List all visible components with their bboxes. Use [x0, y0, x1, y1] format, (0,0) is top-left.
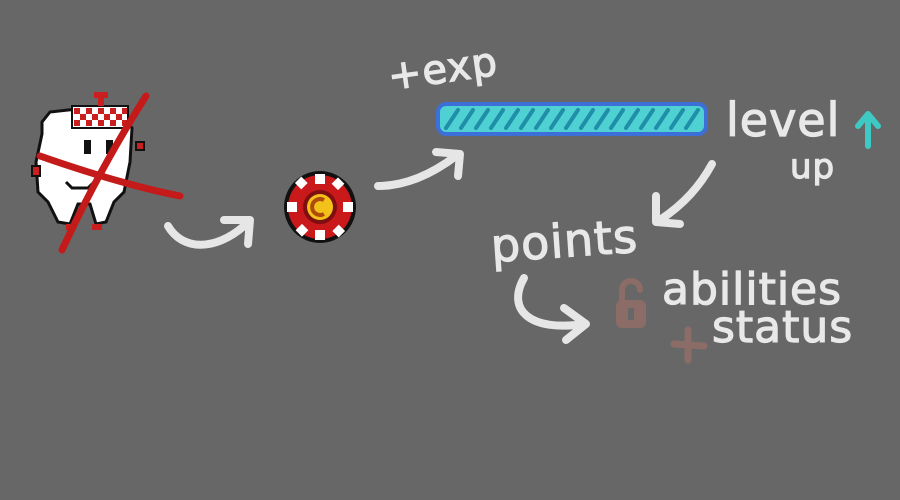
- exp-bar-hatch-stroke: [669, 108, 685, 130]
- level-label: level: [726, 93, 840, 147]
- plus-icon: [670, 326, 708, 364]
- exp-bar-hatch-stroke: [609, 108, 625, 130]
- exp-bar-hatch-stroke: [654, 108, 670, 130]
- points-label: points: [489, 209, 640, 273]
- exp-bar-hatch-stroke: [444, 108, 460, 130]
- arrow-to-exp-bar: [374, 148, 464, 190]
- cross-out-icon: [36, 92, 184, 254]
- arrow-to-coin: [164, 216, 254, 249]
- arrow-to-abilities: [514, 274, 590, 344]
- up-arrow-icon: [855, 111, 881, 149]
- exp-bar-hatch-stroke: [549, 108, 565, 130]
- tooth-enemy-sprite: [31, 92, 145, 230]
- lock-icon: [616, 278, 646, 328]
- exp-bar-hatch-stroke: [534, 108, 550, 130]
- exp-bar-hatch-stroke: [474, 108, 490, 130]
- exp-bar-hatch-stroke: [624, 108, 640, 130]
- exp-bar-hatch-stroke: [489, 108, 505, 130]
- exp-bar-hatch-stroke: [459, 108, 475, 130]
- exp-label: +exp: [385, 39, 501, 100]
- exp-bar-hatch-stroke: [504, 108, 520, 130]
- exp-bar-hatch-stroke: [519, 108, 535, 130]
- exp-bar-hatch-stroke: [564, 108, 580, 130]
- status-label: status: [712, 302, 853, 353]
- exp-bar-fill-hatch: [444, 108, 700, 130]
- arrow-to-points: [652, 160, 716, 228]
- up-label: up: [790, 147, 835, 187]
- exp-bar-hatch-stroke: [684, 108, 700, 130]
- coin-icon: [284, 171, 356, 243]
- exp-bar-hatch-stroke: [579, 108, 595, 130]
- exp-bar-hatch-stroke: [594, 108, 610, 130]
- exp-label-group: +exp: [384, 38, 501, 100]
- exp-bar: [436, 102, 708, 136]
- abilities-label: abilities: [662, 264, 842, 315]
- exp-bar-hatch-stroke: [639, 108, 655, 130]
